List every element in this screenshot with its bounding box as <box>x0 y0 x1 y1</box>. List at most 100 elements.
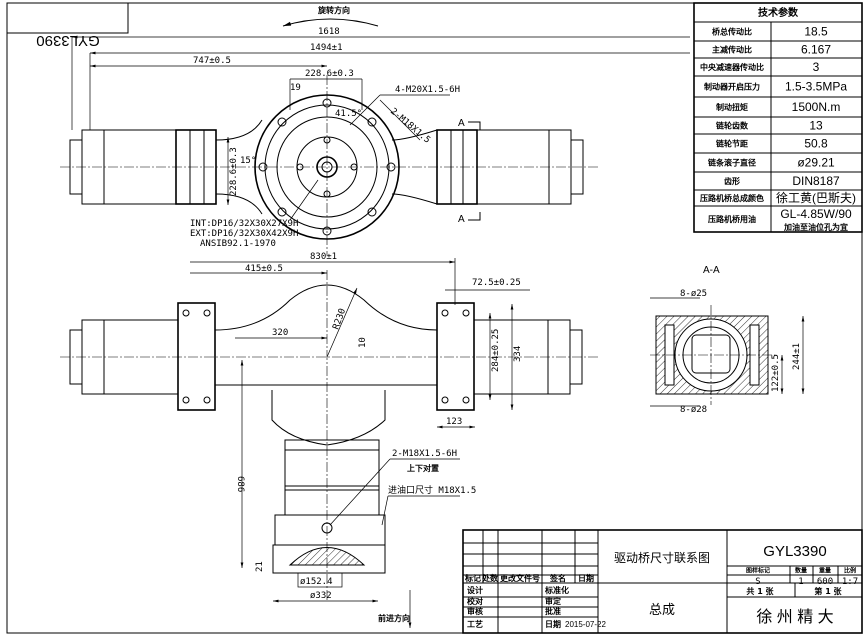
svg-text:徐 州 精 大: 徐 州 精 大 <box>756 608 833 626</box>
svg-text:10: 10 <box>358 337 368 348</box>
mirrored-drawing-number: GYL3390 <box>36 32 99 49</box>
svg-text:747±0.5: 747±0.5 <box>193 56 231 66</box>
section-a-a: A-A 8-ø25 8-ø28 244±1 122±0.5 <box>650 265 805 415</box>
tech-row-label: 制动扭矩 <box>716 102 748 112</box>
tech-row-value: 18.5 <box>804 25 828 39</box>
spec-header: 重量 <box>819 567 831 575</box>
svg-text:进油口尺寸 M18X1.5: 进油口尺寸 M18X1.5 <box>388 484 476 496</box>
svg-text:21: 21 <box>255 561 265 572</box>
svg-text:A: A <box>458 118 465 129</box>
rev-header: 签名 <box>549 573 566 583</box>
tech-row-value: 1500N.m <box>792 100 841 114</box>
svg-text:R230: R230 <box>331 307 348 331</box>
svg-text:总成: 总成 <box>649 602 675 617</box>
spec-header: 数量 <box>795 567 807 575</box>
tech-row-value: 1.5-3.5MPa <box>785 80 847 94</box>
tech-row-label: 压路机桥用油 <box>708 214 756 224</box>
rev-header: 处数 <box>481 573 499 583</box>
svg-text:GYL3390: GYL3390 <box>763 543 826 560</box>
tech-row-value: 6.167 <box>801 43 831 57</box>
sign-cell: 工艺 <box>467 619 483 629</box>
axle-front-view <box>60 270 600 600</box>
rotation-direction: 旋转方向 <box>282 5 379 27</box>
rev-header: 更改文件号 <box>500 573 540 583</box>
svg-text:415±0.5: 415±0.5 <box>245 264 283 274</box>
drawing-frame: GYL3390 <box>6 2 863 634</box>
sign-cell: 日期 <box>545 619 561 629</box>
spec-value: 600 <box>817 577 833 587</box>
svg-text:INT:DP16/32X30X27X9H: INT:DP16/32X30X27X9H <box>190 219 298 229</box>
svg-text:前进方向: 前进方向 <box>378 613 410 623</box>
sign-cell: 校对 <box>467 596 483 606</box>
sign-cell: 2015-07-22 <box>565 620 606 629</box>
title-block: 驱动桥尺寸联系图 总成 GYL3390 图样标记 数量 重量 比例 S 1 600 1:7 共… <box>462 529 863 634</box>
tech-row-note: 加油至油位孔为宜 <box>783 222 848 232</box>
svg-text:19: 19 <box>290 83 301 93</box>
svg-text:228.6±0.3: 228.6±0.3 <box>229 147 239 196</box>
svg-text:334: 334 <box>513 346 523 362</box>
rev-header: 日期 <box>578 573 594 583</box>
svg-text:ANSIB92.1-1970: ANSIB92.1-1970 <box>200 239 276 249</box>
tech-row-value: 13 <box>809 119 823 133</box>
svg-text:旋转方向: 旋转方向 <box>317 5 350 15</box>
svg-text:ø332: ø332 <box>310 591 332 601</box>
svg-text:1494±1: 1494±1 <box>310 43 343 53</box>
tech-row-label: 主减传动比 <box>712 45 752 55</box>
rev-header: 标记 <box>464 573 481 583</box>
tech-row: 桥总传动比 18.5 <box>712 25 828 39</box>
spec-value: S <box>755 577 760 587</box>
svg-text:15°: 15° <box>240 156 256 166</box>
tech-row-value: 徐工黄(巴斯夫) <box>776 190 856 205</box>
svg-text:1618: 1618 <box>318 27 340 37</box>
svg-text:72.5±0.25: 72.5±0.25 <box>472 278 521 288</box>
sign-cell: 设计 <box>467 585 483 595</box>
svg-text:EXT:DP16/32X30X42X9H: EXT:DP16/32X30X42X9H <box>190 229 298 239</box>
svg-text:ø152.4: ø152.4 <box>300 577 333 587</box>
tech-row: 链条滚子直径 ø29.21 <box>708 156 835 170</box>
spec-value: 1 <box>798 577 803 587</box>
sign-cell: 标准化 <box>544 585 569 595</box>
tech-row-label: 中央减速器传动比 <box>700 62 764 72</box>
sign-cell: 审定 <box>545 596 561 606</box>
tech-row-value: ø29.21 <box>797 156 835 170</box>
sign-cell: 审核 <box>467 606 483 616</box>
tech-row: 制动扭矩 1500N.m <box>716 100 840 114</box>
svg-text:228.6±0.3: 228.6±0.3 <box>305 69 354 79</box>
svg-text:共 1 张: 共 1 张 <box>746 586 774 596</box>
tech-row: 链轮节距 50.8 <box>716 137 828 151</box>
svg-text:830±1: 830±1 <box>310 252 337 262</box>
tech-row-label: 链轮节距 <box>716 139 748 149</box>
tech-row-value: 50.8 <box>804 137 828 151</box>
tech-row-label: 制动器开启压力 <box>704 82 760 92</box>
svg-text:2-M18X1.5-6H: 2-M18X1.5-6H <box>392 449 457 459</box>
svg-text:A: A <box>458 214 465 225</box>
tech-row-value: GL-4.85W/90 <box>780 207 852 221</box>
spec-value: 1:7 <box>842 577 858 587</box>
svg-text:8-ø25: 8-ø25 <box>680 289 707 299</box>
svg-text:上下对置: 上下对置 <box>407 463 439 473</box>
svg-text:8-ø28: 8-ø28 <box>680 405 707 415</box>
svg-text:244±1: 244±1 <box>792 343 802 370</box>
svg-text:驱动桥尺寸联系图: 驱动桥尺寸联系图 <box>614 551 710 565</box>
tech-row: 压路机桥总成颜色 徐工黄(巴斯夫) <box>700 190 856 205</box>
tech-row: 制动器开启压力 1.5-3.5MPa <box>704 80 847 94</box>
spec-header: 图样标记 <box>746 567 770 575</box>
tech-row-label: 压路机桥总成颜色 <box>700 193 764 203</box>
tech-row-label: 链条滚子直径 <box>708 158 756 168</box>
svg-text:686: 686 <box>235 476 245 492</box>
tech-row-value: DIN8187 <box>792 174 840 188</box>
svg-text:284±0.25: 284±0.25 <box>491 329 501 372</box>
svg-text:41.5°: 41.5° <box>335 109 362 119</box>
spec-header: 比例 <box>844 567 856 575</box>
axle-top-view: A A <box>60 75 600 255</box>
svg-text:123: 123 <box>446 417 462 427</box>
tech-row-label: 桥总传动比 <box>712 27 752 37</box>
svg-text:4-M20X1.5-6H: 4-M20X1.5-6H <box>395 85 460 95</box>
svg-text:技术参数: 技术参数 <box>758 6 799 19</box>
